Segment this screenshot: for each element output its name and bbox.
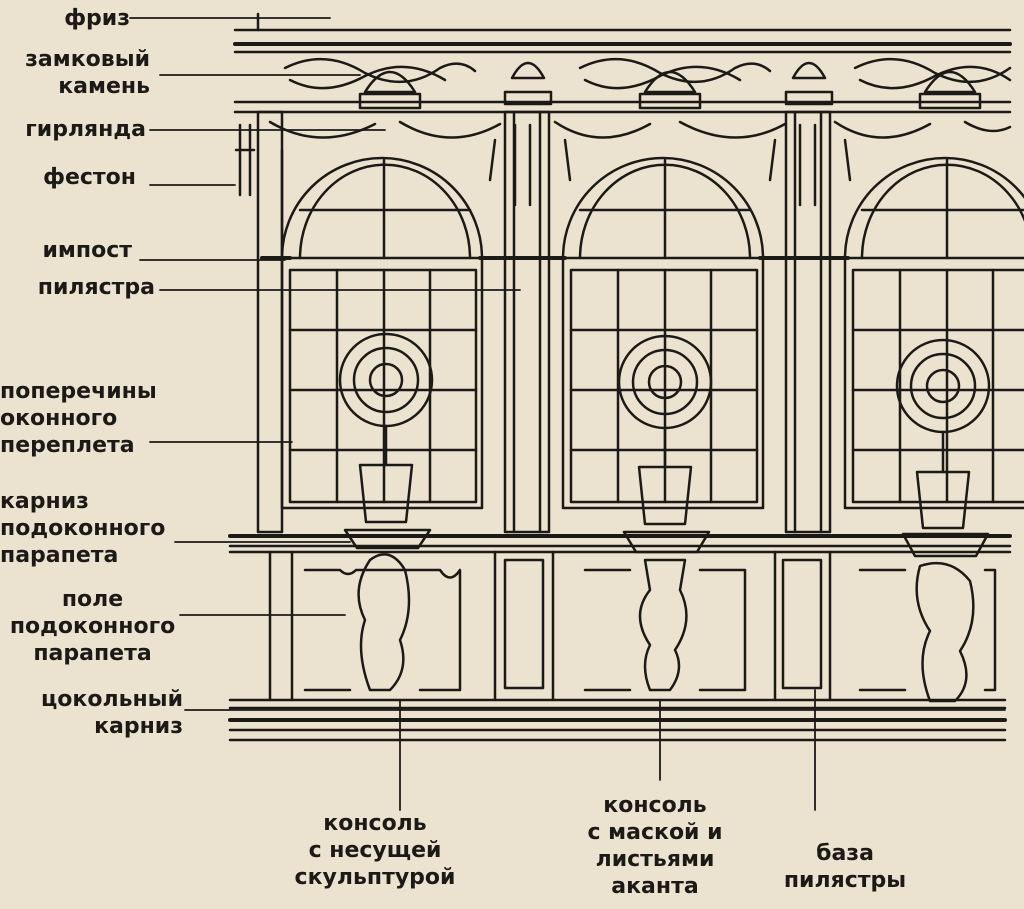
label-line: пилястра (37, 275, 155, 300)
label-line: поперечины (0, 379, 157, 404)
sill-cornice (228, 528, 1012, 558)
label-line: парапета (33, 641, 152, 666)
potted-trees (338, 332, 991, 530)
label-line: подоконного (0, 516, 166, 541)
label-line: гирлянда (25, 117, 146, 142)
label-line: база (816, 841, 874, 866)
label-pilaster-base: база пилястры (760, 840, 930, 894)
label-line: парапета (0, 543, 119, 568)
label-line: пилястры (783, 868, 907, 893)
label-line: импост (42, 238, 132, 263)
label-sill-cornice: карниз подоконного парапета (0, 488, 165, 569)
label-console-sculpture: консоль с несущей скульптурой (285, 810, 465, 891)
frieze (233, 12, 1012, 114)
label-line: оконного (0, 406, 118, 431)
label-line: скульптурой (294, 865, 456, 890)
label-mullions: поперечины оконного переплета (0, 378, 157, 459)
label-feston: фестон (0, 164, 136, 191)
label-line: листьями (595, 847, 715, 872)
label-line: фриз (64, 6, 130, 31)
label-line: аканта (611, 874, 699, 899)
label-line: замковый (25, 47, 150, 72)
label-impost: импост (0, 237, 132, 264)
label-parapet-field: поле подоконного парапета (0, 586, 185, 667)
label-keystone: замковый камень (0, 46, 150, 100)
label-line: подоконного (9, 614, 176, 639)
label-line: переплета (0, 433, 135, 458)
label-line: консоль (603, 793, 707, 818)
label-line: поле (61, 587, 124, 612)
label-line: консоль (323, 811, 427, 836)
label-line: камень (58, 74, 150, 99)
parapet-panels (268, 550, 997, 702)
label-line: карниз (94, 714, 183, 739)
leader-lines (129, 17, 1006, 811)
label-garland: гирлянда (0, 116, 146, 143)
label-friz: фриз (10, 5, 130, 32)
label-line: цокольный (40, 687, 183, 712)
label-pilaster: пилястра (0, 274, 155, 301)
label-line: карниз (0, 489, 89, 514)
label-line: с маской и (587, 820, 723, 845)
label-line: с несущей (308, 838, 442, 863)
consoles (357, 553, 975, 703)
windows (260, 148, 1024, 510)
label-console-mask: консоль с маской и листьями аканта (560, 792, 750, 900)
plinth-cornice (228, 698, 1007, 742)
keystones (358, 61, 982, 110)
label-plinth-cornice: цокольный карниз (0, 686, 183, 740)
garlands (234, 120, 1012, 207)
label-line: фестон (43, 165, 136, 190)
